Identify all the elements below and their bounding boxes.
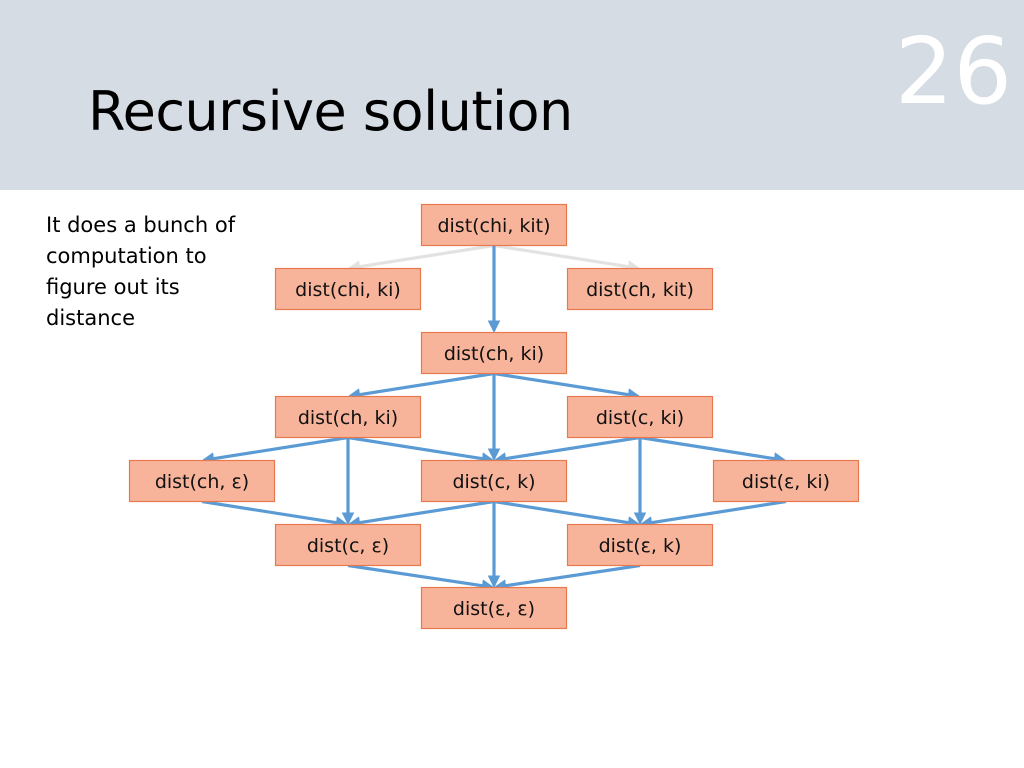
node-box [420, 586, 568, 630]
slide-title: Recursive solution [88, 80, 573, 143]
node-n_ch_ki_top: dist(ch, ki) [420, 331, 568, 375]
edge-n_ch_ki_top-to-n_c_ki [493, 371, 641, 401]
node-n_c_eps: dist(c, ε) [274, 523, 422, 567]
node-n_ch_ki: dist(ch, ki) [274, 395, 422, 439]
node-n_ch_eps: dist(ch, ε) [128, 459, 276, 503]
node-n_chi_ki: dist(chi, ki) [274, 267, 422, 311]
edge-n_eps_k-to-n_eps_eps [493, 563, 641, 593]
edge-n_ch_ki-to-n_ch_eps [201, 435, 349, 465]
node-n_eps_ki: dist(ε, ki) [712, 459, 860, 503]
edge-n_c_eps-to-n_eps_eps [347, 563, 495, 593]
node-label: dist(ch, ε) [155, 471, 249, 493]
edges-layer [201, 243, 787, 593]
node-n_c_ki: dist(c, ki) [566, 395, 714, 439]
node-label: dist(ch, ki) [444, 343, 544, 365]
slide-number: 26 [894, 18, 1012, 125]
node-label: dist(chi, kit) [437, 215, 550, 237]
node-label: dist(ε, ε) [453, 598, 535, 620]
node-n_c_k: dist(c, k) [420, 459, 568, 503]
edge-n_c_k-to-n_c_eps [347, 499, 495, 529]
node-box [712, 459, 860, 503]
node-box [420, 459, 568, 503]
node-label: dist(ch, kit) [586, 279, 694, 301]
edge-n_ch_eps-to-n_c_eps [201, 499, 349, 529]
node-box [274, 395, 422, 439]
node-box [566, 267, 714, 311]
node-label: dist(ε, ki) [742, 471, 830, 493]
node-box [566, 395, 714, 439]
edge-n_c_ki-to-n_c_k [493, 435, 641, 465]
node-box [420, 331, 568, 375]
edge-n_ch_ki-to-n_c_k [347, 435, 495, 465]
edge-n_c_ki-to-n_eps_ki [639, 435, 787, 465]
edge-n_chi_kit-to-n_ch_kit [493, 243, 641, 273]
node-label: dist(ch, ki) [298, 407, 398, 429]
node-label: dist(c, ε) [307, 535, 389, 557]
node-label: dist(ε, k) [599, 535, 682, 557]
node-box [274, 523, 422, 567]
edge-n_ch_ki_top-to-n_ch_ki [347, 371, 495, 401]
node-n_eps_k: dist(ε, k) [566, 523, 714, 567]
slide-header: Recursive solution 26 [0, 0, 1024, 190]
slide-body-text: It does a bunch of computation to figure… [46, 213, 236, 330]
nodes-layer: dist(chi, kit) dist(chi, ki) dist(ch, kit)… [128, 203, 860, 630]
edge-n_c_k-to-n_eps_k [493, 499, 641, 529]
node-n_chi_kit: dist(chi, kit) [420, 203, 568, 247]
node-label: dist(c, ki) [596, 407, 684, 429]
node-box [420, 203, 568, 247]
node-label: dist(chi, ki) [295, 279, 401, 301]
edge-n_chi_kit-to-n_chi_ki [347, 243, 495, 273]
edge-n_eps_ki-to-n_eps_k [639, 499, 787, 529]
node-label: dist(c, k) [452, 471, 535, 493]
node-n_ch_kit: dist(ch, kit) [566, 267, 714, 311]
node-box [274, 267, 422, 311]
node-box [128, 459, 276, 503]
node-box [566, 523, 714, 567]
node-n_eps_eps: dist(ε, ε) [420, 586, 568, 630]
